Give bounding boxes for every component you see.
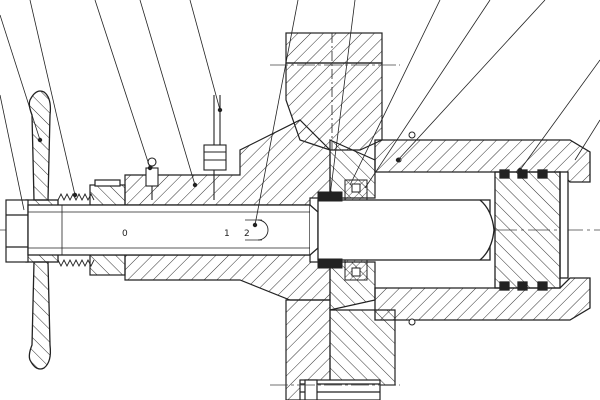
packing-gland (89, 179, 126, 276)
stem-mark-0: 0 (122, 229, 128, 239)
spring (57, 192, 95, 268)
flange-top (285, 32, 383, 151)
stem-marks: 0 1 2 (122, 229, 250, 239)
o-rings (396, 131, 416, 326)
valve-stem (27, 204, 319, 256)
piston-rod (317, 199, 495, 261)
hex-nut (5, 199, 29, 263)
grease-fitting-right (203, 95, 227, 200)
stem-mark-2: 2 (244, 229, 250, 239)
stem-mark-1: 1 (224, 229, 230, 239)
reference-lines (270, 64, 400, 386)
leader-lines (0, 0, 600, 228)
seal-stack (317, 179, 368, 281)
grease-fitting-left (145, 157, 159, 200)
piston-head (494, 169, 561, 291)
